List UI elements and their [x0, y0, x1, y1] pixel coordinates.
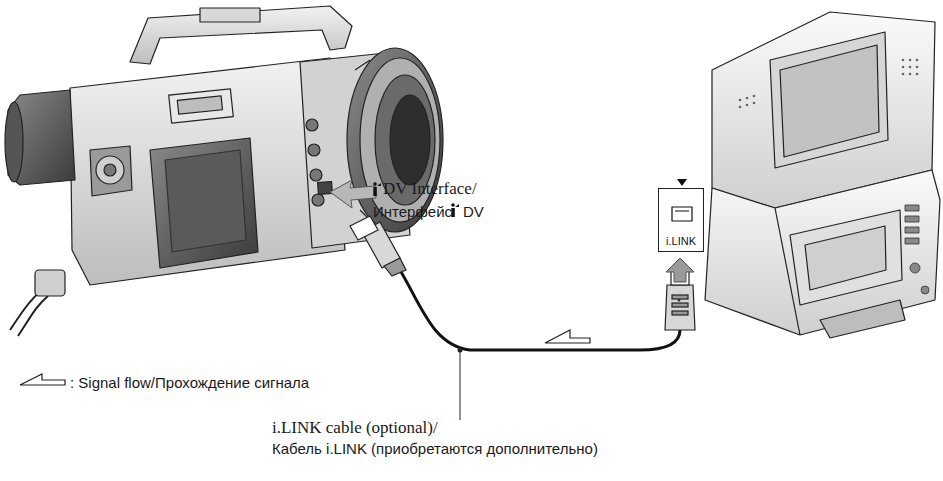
- illustration-part: [902, 66, 905, 69]
- illustration-part: [921, 286, 929, 294]
- illustration-part: [200, 8, 260, 22]
- illustration-part: [373, 187, 377, 196]
- port-name: i.LINK: [659, 235, 703, 247]
- port-label: DV Interface/: [383, 180, 477, 197]
- illustration-part: [665, 285, 695, 330]
- leader-line: [458, 348, 463, 421]
- illustration-part: [150, 138, 258, 268]
- illustration-part: [177, 96, 222, 115]
- illustration-part: [739, 106, 742, 109]
- illustration-part: [902, 73, 905, 76]
- illustration-part: [916, 73, 919, 76]
- illustration-part: [104, 164, 116, 176]
- illustration-part: [905, 238, 919, 244]
- illustration-part: [753, 102, 756, 105]
- illustration-part: [705, 170, 940, 335]
- illustration-part: [395, 262, 680, 350]
- signal-flow-arrow: [545, 330, 590, 343]
- illustration-part: [90, 146, 132, 196]
- illustration-part: [35, 270, 65, 296]
- insert-arrow: [666, 258, 694, 282]
- illustration-part: [10, 292, 48, 336]
- illustration-part: [672, 311, 688, 315]
- illustration-part: [96, 156, 124, 184]
- legend-text: : Signal flow/Прохождение сигнала: [70, 374, 309, 391]
- illustration-part: [455, 204, 459, 207]
- illustration-part: [377, 183, 381, 186]
- illustration-part: [790, 210, 902, 305]
- illustration-part: [312, 194, 324, 206]
- illustration-part: [746, 104, 749, 107]
- legend-arrow-sample: [20, 374, 65, 385]
- marker-triangle: [677, 179, 687, 186]
- illustration-part: [739, 59, 919, 109]
- illustration-part: [905, 216, 919, 222]
- illustration-part: [902, 59, 905, 62]
- illustration-part: [820, 300, 905, 338]
- illustration-part: [909, 73, 912, 76]
- camcorder-illustration: [5, 6, 443, 336]
- cable-label: Кабель i.LINK (приобретаются дополнитель…: [272, 441, 598, 456]
- illustration-part: [390, 95, 430, 185]
- illustration-part: [169, 89, 234, 123]
- port-label: DV: [463, 204, 484, 219]
- cable: [350, 216, 695, 350]
- illustration-part: [308, 144, 320, 156]
- illustration-part: [460, 350, 461, 420]
- illustration-part: [805, 226, 886, 290]
- illustration-part: [905, 205, 919, 211]
- illustration-part: [165, 150, 246, 252]
- illustration-part: [672, 295, 688, 299]
- illustration-part: [310, 169, 322, 181]
- illustration-part: [672, 303, 688, 307]
- cable-label: i.LINK cable (optional)/: [272, 419, 438, 436]
- illustration-part: [770, 32, 888, 168]
- illustration-part: [909, 59, 912, 62]
- illustration-part: [306, 119, 318, 131]
- illustration-part: [909, 66, 912, 69]
- illustration-part: [5, 102, 23, 182]
- illustration-part: [780, 45, 879, 157]
- illustration-part: [350, 216, 378, 240]
- illustration-part: [739, 99, 742, 102]
- illustration-part: [916, 59, 919, 62]
- illustration-part: [910, 263, 920, 273]
- illustration-part: [746, 97, 749, 100]
- illustration-part: [384, 258, 406, 276]
- ilink-logo: [373, 182, 680, 301]
- illustration-part: [753, 95, 756, 98]
- port-symbol: [672, 207, 692, 221]
- video-walkman-illustration: [705, 12, 940, 338]
- illustration-part: [678, 299, 681, 302]
- port-label: Интерфейс: [373, 204, 452, 219]
- illustration-part: [130, 6, 352, 64]
- illustration-part: [905, 227, 919, 233]
- insert-arrow: [330, 180, 376, 208]
- port-box: i.LINK: [658, 188, 704, 252]
- legend-entry: : Signal flow/Прохождение сигнала: [70, 374, 309, 392]
- illustration-part: [373, 182, 377, 186]
- illustration-part: [916, 66, 919, 69]
- illustration-part: [905, 205, 929, 294]
